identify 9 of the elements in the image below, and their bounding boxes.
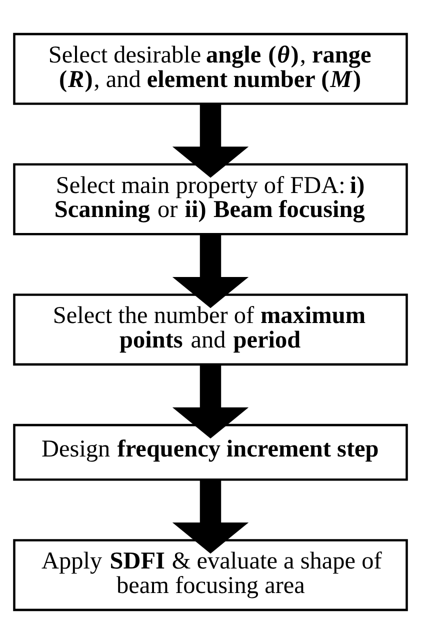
node-box: Select the number of maximum points and period [13,294,408,366]
node-box: Select main property of FDA: i) Scanning or ii) Beam focusing [13,163,408,236]
node-box: Design frequency increment step [13,424,408,481]
arrow [172,234,249,308]
node-box: Apply SDFI & evaluate a shape of beam focusing area [13,539,408,612]
arrow [172,104,249,178]
arrow [172,480,249,554]
arrow [172,364,249,439]
node-box: Select desirable angle (θ), range (R), and element number (M) [13,32,408,105]
